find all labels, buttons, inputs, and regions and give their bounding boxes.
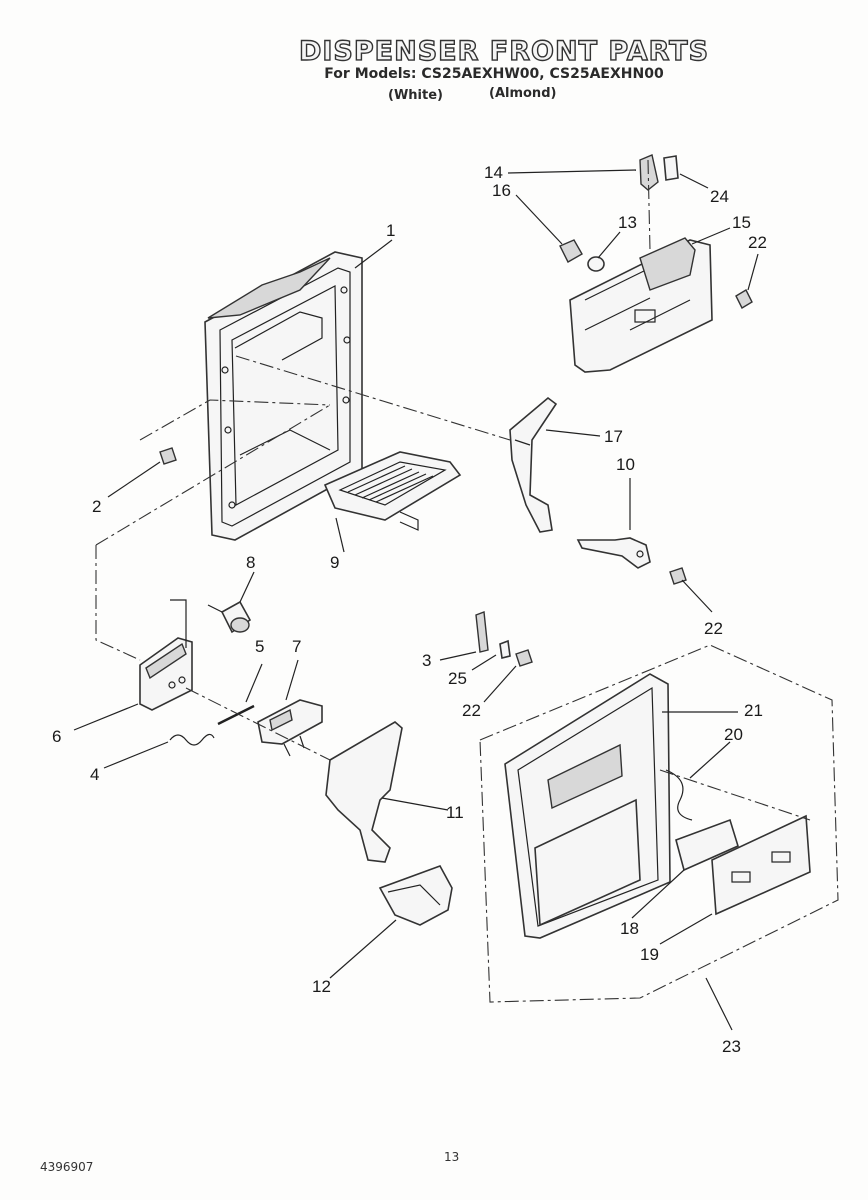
part-bushing [559,239,605,272]
callout-20: 20 [724,725,743,744]
part-drip-tray [323,451,462,531]
callout-14: 14 [484,163,503,182]
callout-11: 11 [446,803,464,822]
callout-3: 3 [422,651,431,670]
callout-25: 25 [448,669,467,688]
callout-22-middle: 22 [704,619,723,638]
diagram-title: DISPENSER FRONT PARTS [298,35,710,67]
part-membrane-switch [711,814,811,916]
model-numbers: For Models: CS25AEXHW00, CS25AEXHN00 [324,66,664,82]
center-lines [95,159,811,821]
leader-lines [73,169,759,1031]
callout-18: 18 [620,919,639,938]
callout-4: 4 [90,765,99,784]
callout-1: 1 [386,221,395,240]
part-solenoid-bracket [139,599,193,711]
callout-13: 13 [618,213,637,232]
callout-15: 15 [732,213,751,232]
callout-16: 16 [492,181,511,200]
callout-7: 7 [292,637,301,656]
callout-9: 9 [330,553,339,572]
part-spring [169,733,215,746]
callout-2: 2 [92,497,101,516]
callout-8: 8 [246,553,255,572]
part-front-panel-assembly [479,644,839,1003]
part-control-board [665,769,739,872]
callout-22-upper: 22 [748,233,767,252]
part-ice-lever [509,396,558,533]
part-clip [475,611,511,659]
part-solenoid [207,600,252,634]
callout-6: 6 [52,727,61,746]
document-number: 4396907 [40,1160,94,1174]
callout-10: 10 [616,455,635,474]
part-chute-cover [378,865,453,926]
variant-almond-label: (Almond) [489,86,557,101]
part-upper-housing [569,237,713,373]
callout-24: 24 [710,187,729,206]
part-chute-arm [325,721,403,863]
callout-5: 5 [255,637,264,656]
callout-23: 23 [722,1037,741,1056]
part-pin [217,704,255,726]
part-water-arm [576,537,651,569]
part-lever-plate [639,154,679,191]
callout-12: 12 [312,977,331,996]
page-number: 13 [444,1150,460,1164]
callout-17: 17 [604,427,623,446]
variant-white-label: (White) [388,88,443,103]
callout-21: 21 [744,701,763,720]
callout-labels: 1 2 3 4 5 6 7 8 9 10 11 12 13 14 15 16 1… [52,163,767,1056]
part-switch-bracket [257,699,323,757]
callout-22-lower: 22 [462,701,481,720]
callout-19: 19 [640,945,659,964]
